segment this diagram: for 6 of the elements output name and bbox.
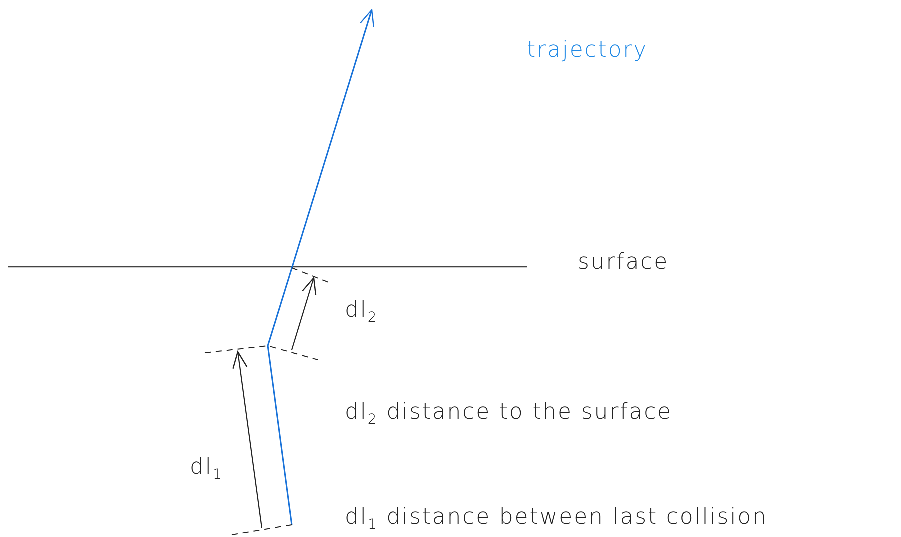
definition-text: dl$_{1}$ distance between last collision: [345, 505, 768, 535]
distance-symbol: dl$_{2}$: [345, 298, 378, 328]
definition-text: dl$_{2}$ distance to the surface: [345, 400, 672, 430]
trajectory-label: trajectory: [527, 38, 648, 64]
distance-symbol: dl$_{1}$: [190, 455, 224, 485]
surface-label: surface: [578, 250, 670, 276]
